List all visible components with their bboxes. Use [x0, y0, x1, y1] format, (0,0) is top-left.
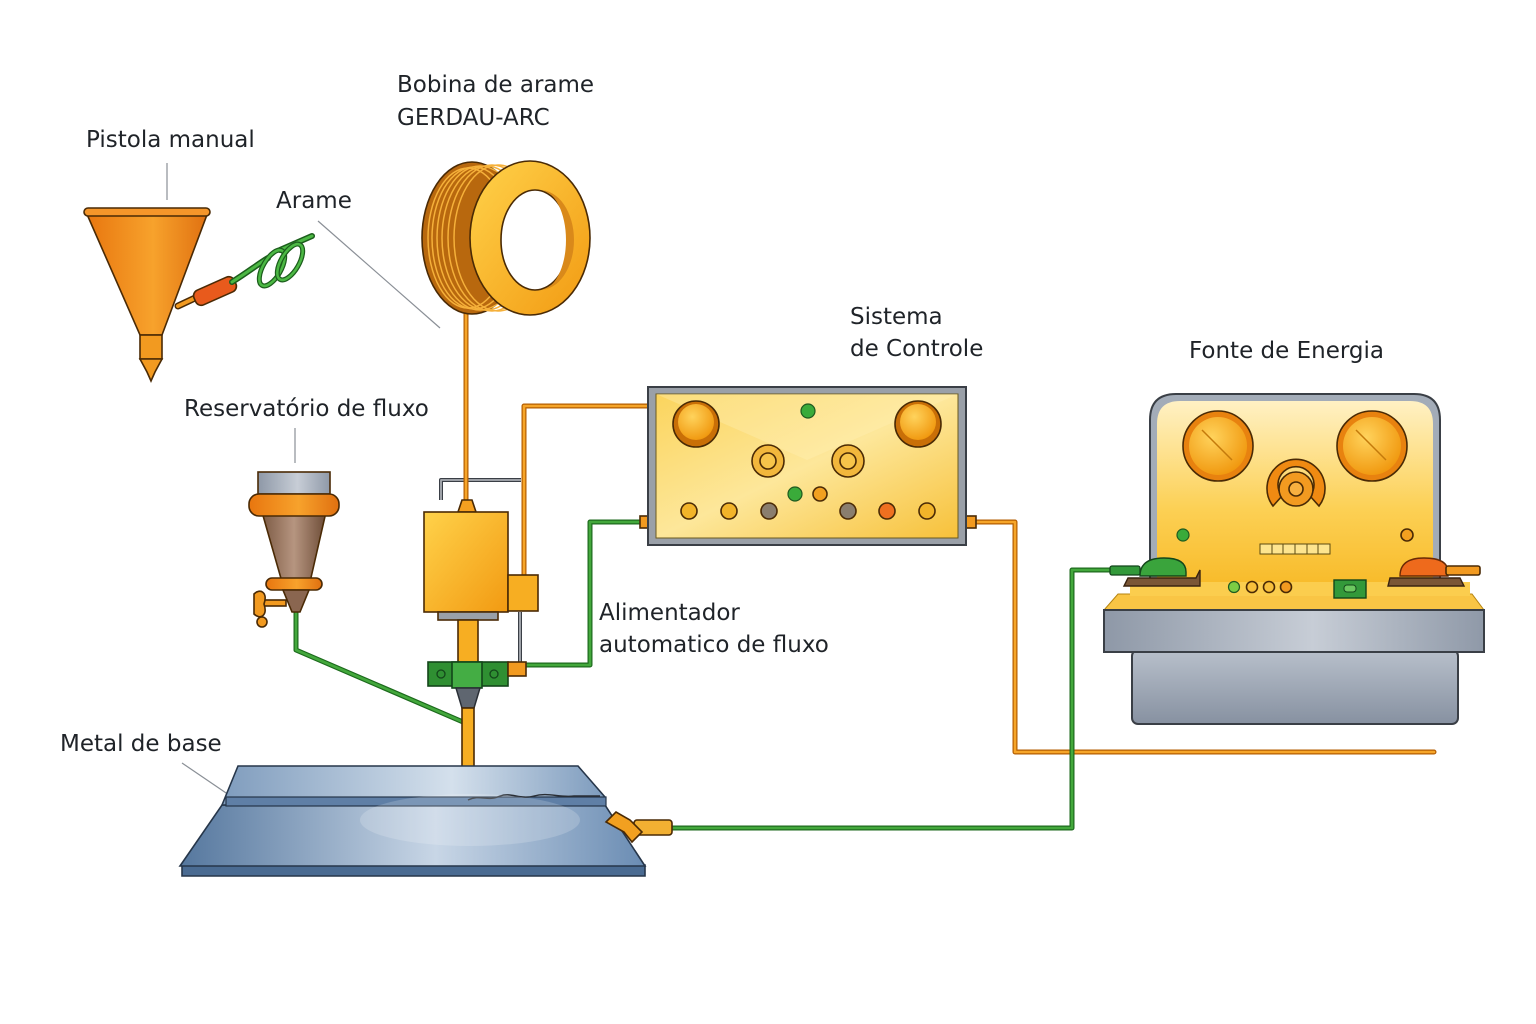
coiled-wire-icon	[229, 233, 315, 289]
label-control-system-line2: de Controle	[850, 336, 983, 362]
label-manual-gun: Pistola manual	[86, 127, 255, 153]
power-meter-right	[1336, 410, 1408, 482]
power-selector-knob	[1266, 458, 1326, 508]
welding-head	[423, 499, 539, 802]
label-wire: Arame	[276, 188, 352, 214]
terminal-left	[1109, 557, 1201, 587]
power-switch-button	[1333, 579, 1367, 599]
label-wire-spool-line2: GERDAU-ARC	[397, 105, 550, 131]
label-flux-feeder-line1: Alimentador	[599, 600, 740, 626]
leader-base-metal	[181, 762, 233, 798]
label-flux-feeder-line2: automatico de fluxo	[599, 632, 829, 658]
control-indicator-row	[680, 502, 936, 520]
base-metal	[178, 765, 647, 877]
flux-feeder-clamp	[427, 661, 527, 689]
power-meter-left	[1182, 410, 1254, 482]
flux-line	[293, 609, 466, 725]
label-base-metal: Metal de base	[60, 731, 222, 757]
label-power-source: Fonte de Energia	[1189, 338, 1384, 364]
label-wire-spool-line1: Bobina de arame	[397, 72, 594, 98]
control-knob-left	[672, 400, 720, 448]
head-bracket	[439, 478, 522, 664]
ground-clamp-icon	[604, 811, 673, 844]
ground-cable	[665, 567, 1113, 831]
power-display-segments	[1259, 543, 1331, 555]
flux-feed-cable	[519, 519, 643, 668]
power-source	[1102, 393, 1485, 725]
control-cable	[521, 403, 651, 581]
weld-bead	[467, 793, 600, 801]
power-indicator-row	[1227, 580, 1293, 594]
control-knob-right	[894, 400, 942, 448]
label-control-system-line1: Sistema	[850, 304, 943, 330]
power-cable	[972, 519, 1437, 755]
valve-handle-icon	[253, 590, 287, 628]
terminal-right	[1387, 557, 1481, 587]
control-system	[639, 386, 977, 546]
manual-gun	[83, 207, 238, 383]
control-dial-right	[831, 444, 865, 478]
status-led-green	[800, 403, 816, 419]
label-flux-feeder: Alimentador automatico de fluxo	[599, 600, 829, 658]
label-control-system: Sistema de Controle	[850, 304, 983, 362]
label-wire-spool: Bobina de arame GERDAU-ARC	[397, 72, 594, 131]
leader-wire	[317, 220, 441, 329]
flux-hopper	[248, 471, 340, 628]
control-dial-left	[751, 444, 785, 478]
wire-spool	[421, 160, 591, 316]
label-flux-hopper: Reservatório de fluxo	[184, 396, 429, 422]
